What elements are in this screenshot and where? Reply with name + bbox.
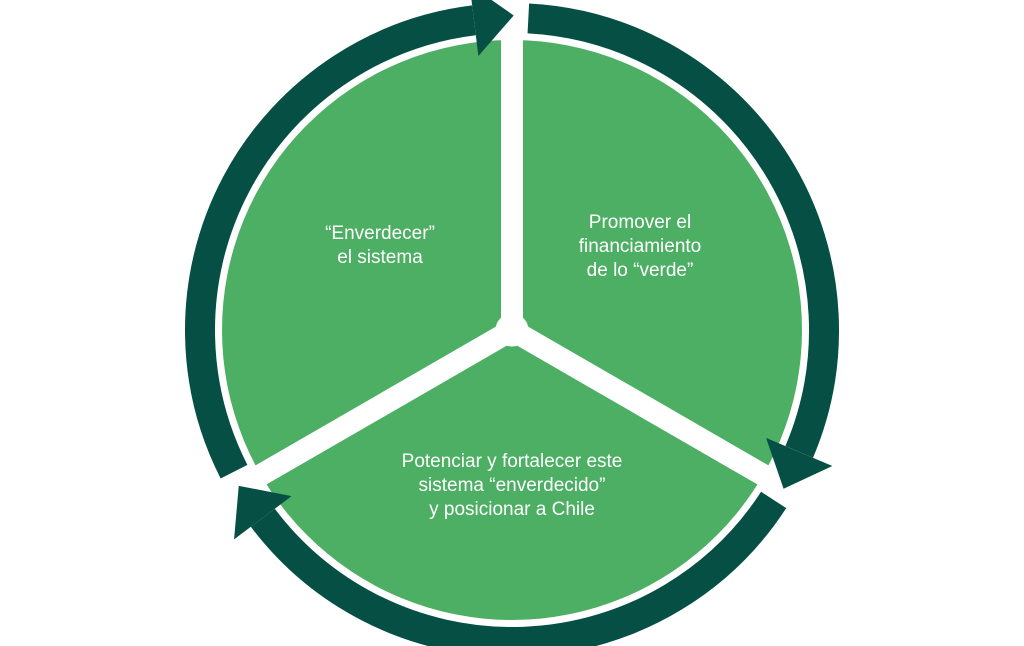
segment-label-line: “Enverdecer” bbox=[325, 223, 435, 244]
ring-arc-right bbox=[527, 3, 839, 458]
segment-label-line: y posicionar a Chile bbox=[429, 499, 595, 520]
segment-divider bbox=[506, 320, 814, 511]
arrow-bottom-left-icon bbox=[234, 485, 292, 540]
segment-label-promover: Promover el financiamiento de lo “verde” bbox=[550, 211, 730, 283]
segment-label-enverdecer: “Enverdecer” el sistema bbox=[300, 222, 460, 270]
ring-arc-bottom bbox=[250, 491, 787, 646]
segment-divider bbox=[210, 320, 518, 511]
arrow-right-icon bbox=[766, 437, 833, 489]
ring-arc-left bbox=[185, 5, 476, 479]
segment-label-line: Potenciar y fortalecer este bbox=[401, 451, 623, 472]
segment-label-line: de lo “verde” bbox=[586, 260, 694, 281]
segment-label-line: el sistema bbox=[337, 247, 423, 268]
segment-label-line: financiamiento bbox=[578, 236, 702, 257]
segment-label-line: sistema “enverdecido” bbox=[418, 475, 606, 496]
segment-label-potenciar: Potenciar y fortalecer este sistema “env… bbox=[362, 450, 662, 522]
segment-label-line: Promover el bbox=[588, 212, 692, 233]
arrow-top-icon bbox=[471, 0, 514, 57]
center-hub bbox=[495, 313, 529, 347]
